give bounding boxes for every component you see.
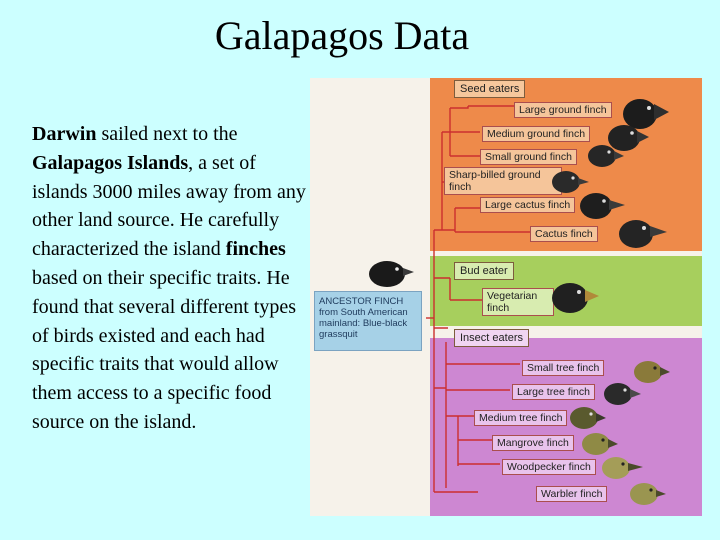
finch-evolution-diagram: Seed eaters Bud eater Insect eaters ANCE…: [310, 78, 702, 516]
large-ground-finch-icon: [623, 99, 669, 129]
species-label-large-tree-finch: Large tree finch: [512, 384, 595, 400]
insect-eaters-label: Insect eaters: [454, 329, 529, 347]
medium-ground-finch-icon: [608, 125, 649, 151]
vegetarian-finch-icon: [552, 283, 599, 313]
mangrove-finch-icon: [582, 433, 618, 455]
slide-title: Galapagos Data: [214, 13, 470, 58]
ancestor-finch-icon: [369, 261, 414, 287]
species-label-vegetarian-finch: Vegetarian finch: [482, 288, 554, 316]
small-tree-finch-icon: [634, 361, 670, 383]
species-label-small-tree-finch: Small tree finch: [522, 360, 605, 376]
body-text-2: , a set of islands 3000 miles away from …: [32, 151, 306, 261]
warbler-finch-icon: [630, 483, 666, 505]
body-bold-finches: finches: [225, 238, 286, 261]
ancestor-finch-box: ANCESTOR FINCH from South American mainl…: [314, 291, 422, 351]
sharp-billed-ground-finch-icon: [552, 171, 589, 193]
species-label-cactus-finch: Cactus finch: [530, 226, 598, 242]
body-bold-darwin: Darwin: [32, 123, 97, 145]
seed-eaters-label: Seed eaters: [454, 80, 526, 98]
slide-body-text: Darwin sailed next to the Galapagos Isla…: [32, 120, 312, 437]
species-label-medium-tree-finch: Medium tree finch: [474, 410, 568, 426]
species-label-medium-ground-finch: Medium ground finch: [482, 126, 591, 142]
species-label-large-cactus-finch: Large cactus finch: [480, 197, 576, 213]
cactus-finch-icon: [619, 220, 667, 248]
species-label-mangrove-finch: Mangrove finch: [492, 435, 574, 451]
small-ground-finch-icon: [588, 145, 624, 167]
medium-tree-finch-icon: [570, 407, 606, 429]
large-tree-finch-icon: [604, 383, 641, 405]
body-text-1: sailed next to the: [96, 123, 238, 145]
woodpecker-finch-icon: [602, 457, 643, 479]
species-label-sharp-billed-ground-finch: Sharp-billed ground finch: [444, 167, 562, 195]
large-cactus-finch-icon: [580, 193, 625, 219]
species-label-warbler-finch: Warbler finch: [536, 486, 608, 502]
body-bold-galapagos: Galapagos Islands: [32, 151, 189, 174]
bud-eater-label: Bud eater: [454, 262, 514, 280]
body-text-3: based on their specific traits. He found…: [32, 266, 296, 433]
species-label-woodpecker-finch: Woodpecker finch: [502, 459, 596, 475]
species-label-large-ground-finch: Large ground finch: [514, 102, 612, 118]
species-label-small-ground-finch: Small ground finch: [480, 149, 577, 165]
